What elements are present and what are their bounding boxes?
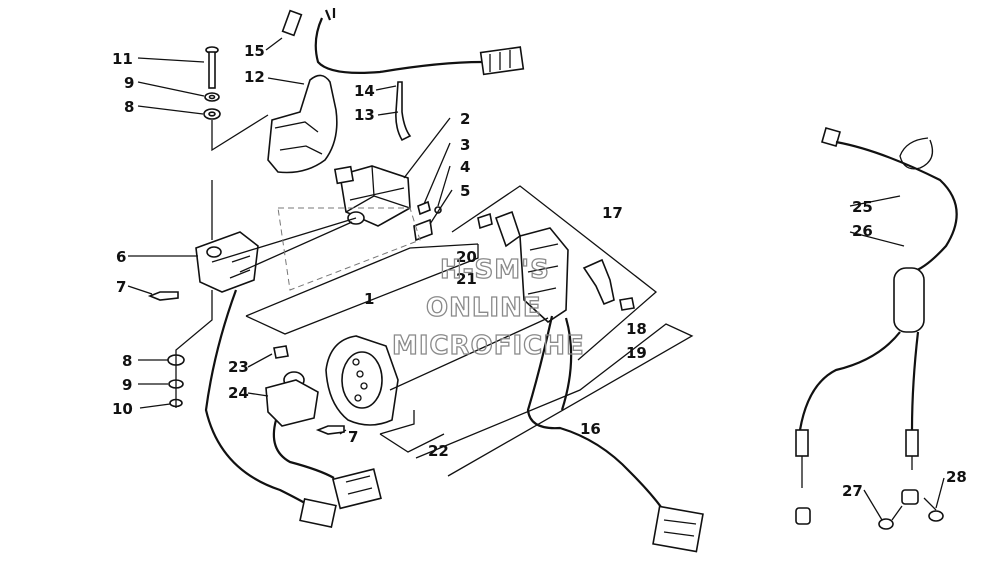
callout-8-bottom: 8 <box>122 352 132 370</box>
screw-20-part <box>477 212 493 230</box>
callout-15: 15 <box>244 42 265 60</box>
fuse-13-part <box>395 81 412 142</box>
ring-28-part <box>928 510 944 522</box>
callout-12: 12 <box>244 68 265 86</box>
bolt-11-part <box>205 46 219 89</box>
callout-8-top: 8 <box>124 98 134 116</box>
screw-23-part <box>273 345 289 359</box>
button-wire <box>272 419 335 479</box>
plug-14-part <box>479 46 525 76</box>
callout-22: 22 <box>428 442 449 460</box>
watermark: H-SM'S ONLINE MICROFICHE <box>391 254 585 361</box>
callout-2: 2 <box>460 110 470 128</box>
callout-20: 20 <box>456 248 477 266</box>
callout-5: 5 <box>460 182 470 200</box>
switch-housing-17-part <box>519 227 569 324</box>
callout-28: 28 <box>946 468 967 486</box>
throttle-housing-22-part <box>325 335 399 426</box>
nipple-28-part <box>901 489 919 505</box>
callout-14: 14 <box>354 82 375 100</box>
cap-27-part <box>795 507 811 525</box>
callout-23: 23 <box>228 358 249 376</box>
leader-lines <box>127 37 945 521</box>
callout-7-left: 7 <box>116 278 126 296</box>
callout-3: 3 <box>460 136 470 154</box>
plug-left-part <box>299 497 337 529</box>
callouts: 11 9 8 15 12 14 13 2 3 4 5 6 7 1 8 9 10 … <box>112 42 967 500</box>
callout-10: 10 <box>112 400 133 418</box>
clip-25-part <box>899 137 934 170</box>
callout-24: 24 <box>228 384 249 402</box>
housing-6-part <box>195 231 259 293</box>
callout-17: 17 <box>602 204 623 222</box>
callout-6: 6 <box>116 248 126 266</box>
screw-18-part <box>619 297 635 311</box>
left-wire <box>204 289 311 507</box>
ring-27-part <box>878 518 894 530</box>
switch-2-part <box>333 165 411 227</box>
callout-25: 25 <box>852 198 873 216</box>
callout-11: 11 <box>112 50 133 68</box>
connector-15-part <box>281 9 303 37</box>
callout-9-top: 9 <box>124 74 134 92</box>
cable-26-part <box>795 127 958 488</box>
callout-4: 4 <box>460 158 470 176</box>
callout-7-center: 7 <box>348 428 358 446</box>
callout-27: 27 <box>842 482 863 500</box>
harness-14-wire <box>314 17 483 74</box>
callout-13: 13 <box>354 106 375 124</box>
button-24-part <box>265 371 319 427</box>
harness-16-wire <box>526 315 667 515</box>
watermark-line-1: H-SM'S <box>440 255 550 285</box>
callout-1: 1 <box>364 290 374 308</box>
screw-7-left-part <box>147 291 179 301</box>
washer-8-top-part <box>203 108 221 120</box>
lever-right-part <box>582 258 615 306</box>
callout-19: 19 <box>626 344 647 362</box>
callout-26: 26 <box>852 222 873 240</box>
watermark-line-3: MICROFICHE <box>392 331 585 361</box>
callout-18: 18 <box>626 320 647 338</box>
plug-16-part <box>652 505 704 553</box>
washer-9-top-part <box>204 92 220 102</box>
screw-7-center-part <box>315 425 345 435</box>
watermark-line-2: ONLINE <box>426 293 542 323</box>
callout-9-bottom: 9 <box>122 376 132 394</box>
lever-upper-part <box>494 210 521 248</box>
callout-16: 16 <box>580 420 601 438</box>
plug-center-part <box>331 468 382 510</box>
callout-21: 21 <box>456 270 477 288</box>
bracket-12-part <box>267 74 338 174</box>
